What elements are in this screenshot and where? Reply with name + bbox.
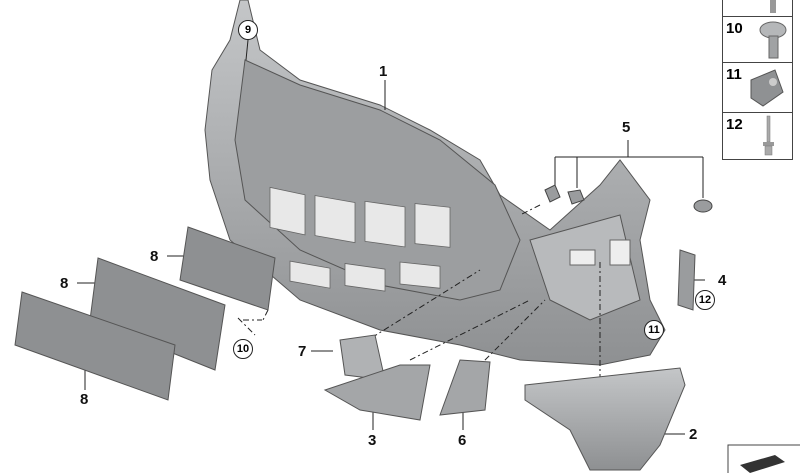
screw-icon <box>759 21 787 59</box>
callout-1: 1 <box>379 63 388 80</box>
license-plate-base[interactable] <box>14 226 276 401</box>
item-number: 10 <box>726 20 743 37</box>
clip-set[interactable] <box>544 184 713 213</box>
reference-arrow-icon <box>727 444 800 473</box>
ref-circle-11: 11 <box>644 320 664 340</box>
hardware-panel: 10 11 12 <box>722 0 793 160</box>
hardware-row-11: 11 <box>723 62 792 113</box>
hardware-row-partial <box>723 0 792 17</box>
callout-8: 8 <box>60 275 69 292</box>
callout-6: 6 <box>458 432 467 449</box>
front-bumper-trim[interactable] <box>204 0 666 366</box>
callout-8: 8 <box>80 391 89 408</box>
rivet-icon <box>763 115 774 156</box>
item-number: 11 <box>726 66 742 83</box>
callout-7: 7 <box>298 343 307 360</box>
side-trim-panel[interactable] <box>524 367 686 471</box>
callout-3: 3 <box>368 432 377 449</box>
hardware-row-10: 10 <box>723 16 792 63</box>
callout-2: 2 <box>689 426 698 443</box>
trim-cover-center[interactable] <box>439 359 491 416</box>
callout-5: 5 <box>622 119 631 136</box>
clip-nut-icon <box>750 69 784 107</box>
callout-4: 4 <box>718 272 727 289</box>
item-number: 12 <box>726 116 743 133</box>
ref-circle-9: 9 <box>238 20 258 40</box>
ref-circle-12: 12 <box>695 290 715 310</box>
ref-circle-10: 10 <box>233 339 253 359</box>
callout-8: 8 <box>150 248 159 265</box>
hardware-row-12: 12 <box>723 112 792 159</box>
trim-cover-left[interactable] <box>323 364 431 421</box>
bracket[interactable] <box>677 249 696 311</box>
